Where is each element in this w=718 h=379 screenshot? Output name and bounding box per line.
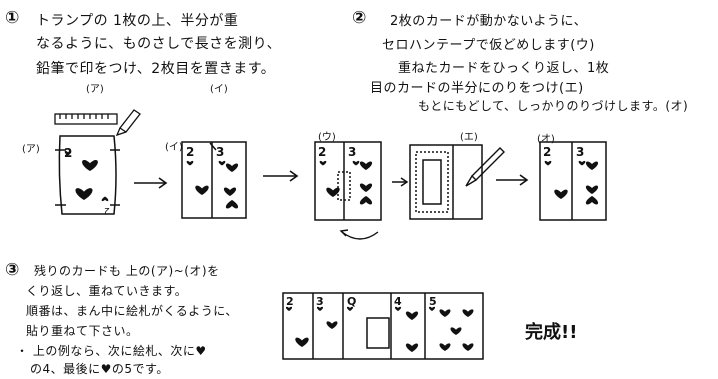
step-1-line-1: トランプの 1枚の上、半分が重 <box>36 13 239 29</box>
figure-label-u: (ウ) <box>318 132 336 143</box>
card-rank-u-3: 3 <box>348 145 357 159</box>
step-2-line-5: もとにもどして、しっかりのりづけします。(オ) <box>418 99 689 113</box>
card-rank-o-2: 2 <box>543 145 552 159</box>
glue-brush-icon <box>465 147 505 187</box>
card-rank-o-3: 3 <box>576 145 585 159</box>
fan-rank-2: 2 <box>286 295 294 308</box>
step-3-line-2: くり返し、重ねていきます。 <box>26 284 188 298</box>
step-2-line-3: 重ねたカードをひっくり返し、1枚 <box>398 61 610 76</box>
step-2-line-1: 2枚のカードが動かないように、 <box>390 14 588 29</box>
step-2-number: ② <box>352 8 367 28</box>
card-rank-u-2: 2 <box>318 145 327 159</box>
step-3-line-5: ・ 上の例なら、次に絵札、次に♥ <box>16 344 207 358</box>
step-1-line-3: 鉛筆で印をつけ、2枚目を置きます。 <box>36 61 276 77</box>
card-fan-hearts <box>285 306 474 352</box>
fan-rank-5: 5 <box>429 295 437 308</box>
step-3-line-1: 残りのカードも 上の(ア)~(オ)を <box>34 264 220 278</box>
step-1-number: ① <box>5 8 20 28</box>
pencil-icon <box>115 109 141 137</box>
figure-label-a: (ア) <box>22 144 40 155</box>
step-3-line-4: 貼り重ねて下さい。 <box>26 324 139 338</box>
done-label: 完成!! <box>525 322 578 343</box>
card-a <box>55 135 120 215</box>
step-1-line-2: なるように、ものさしで長さを測り、 <box>36 36 282 52</box>
card-fan <box>282 292 484 360</box>
card-rank-i-3: 3 <box>216 145 225 159</box>
card-o <box>539 141 607 221</box>
figure-label-o: (オ) <box>537 134 555 145</box>
fan-rank-3: 3 <box>316 295 324 308</box>
card-i <box>181 141 247 219</box>
card-rank-i-2: 2 <box>186 145 195 159</box>
card-rank-a-bottom: 2 <box>104 205 110 215</box>
arrow-icon <box>392 177 409 187</box>
card-rank-a: 2 <box>64 146 73 160</box>
step-1-sub-a: (ア) <box>86 84 104 95</box>
figure-label-e: (エ) <box>460 132 478 143</box>
flip-arrow-icon <box>339 229 379 240</box>
fan-rank-4: 4 <box>394 295 402 308</box>
ruler-icon <box>54 113 118 125</box>
card-u-hearts <box>319 160 373 205</box>
step-3-number: ③ <box>5 260 20 280</box>
arrow-icon <box>134 177 168 189</box>
fan-rank-q: Q <box>347 295 357 308</box>
step-3-line-6: の4、最後に♥の5です。 <box>30 362 169 376</box>
step-3-line-3: 順番は、まん中に絵札がくるように、 <box>26 304 238 318</box>
arrow-icon <box>496 174 529 186</box>
step-2-line-4: 目のカードの半分にのりをつけ(エ) <box>370 81 584 96</box>
step-2-line-2: セロハンテープで仮どめします(ウ) <box>382 38 595 53</box>
card-e <box>409 144 483 220</box>
figure-label-i: (イ) <box>165 142 183 153</box>
arrow-icon <box>263 170 299 182</box>
step-1-sub-i: (イ) <box>210 84 228 95</box>
